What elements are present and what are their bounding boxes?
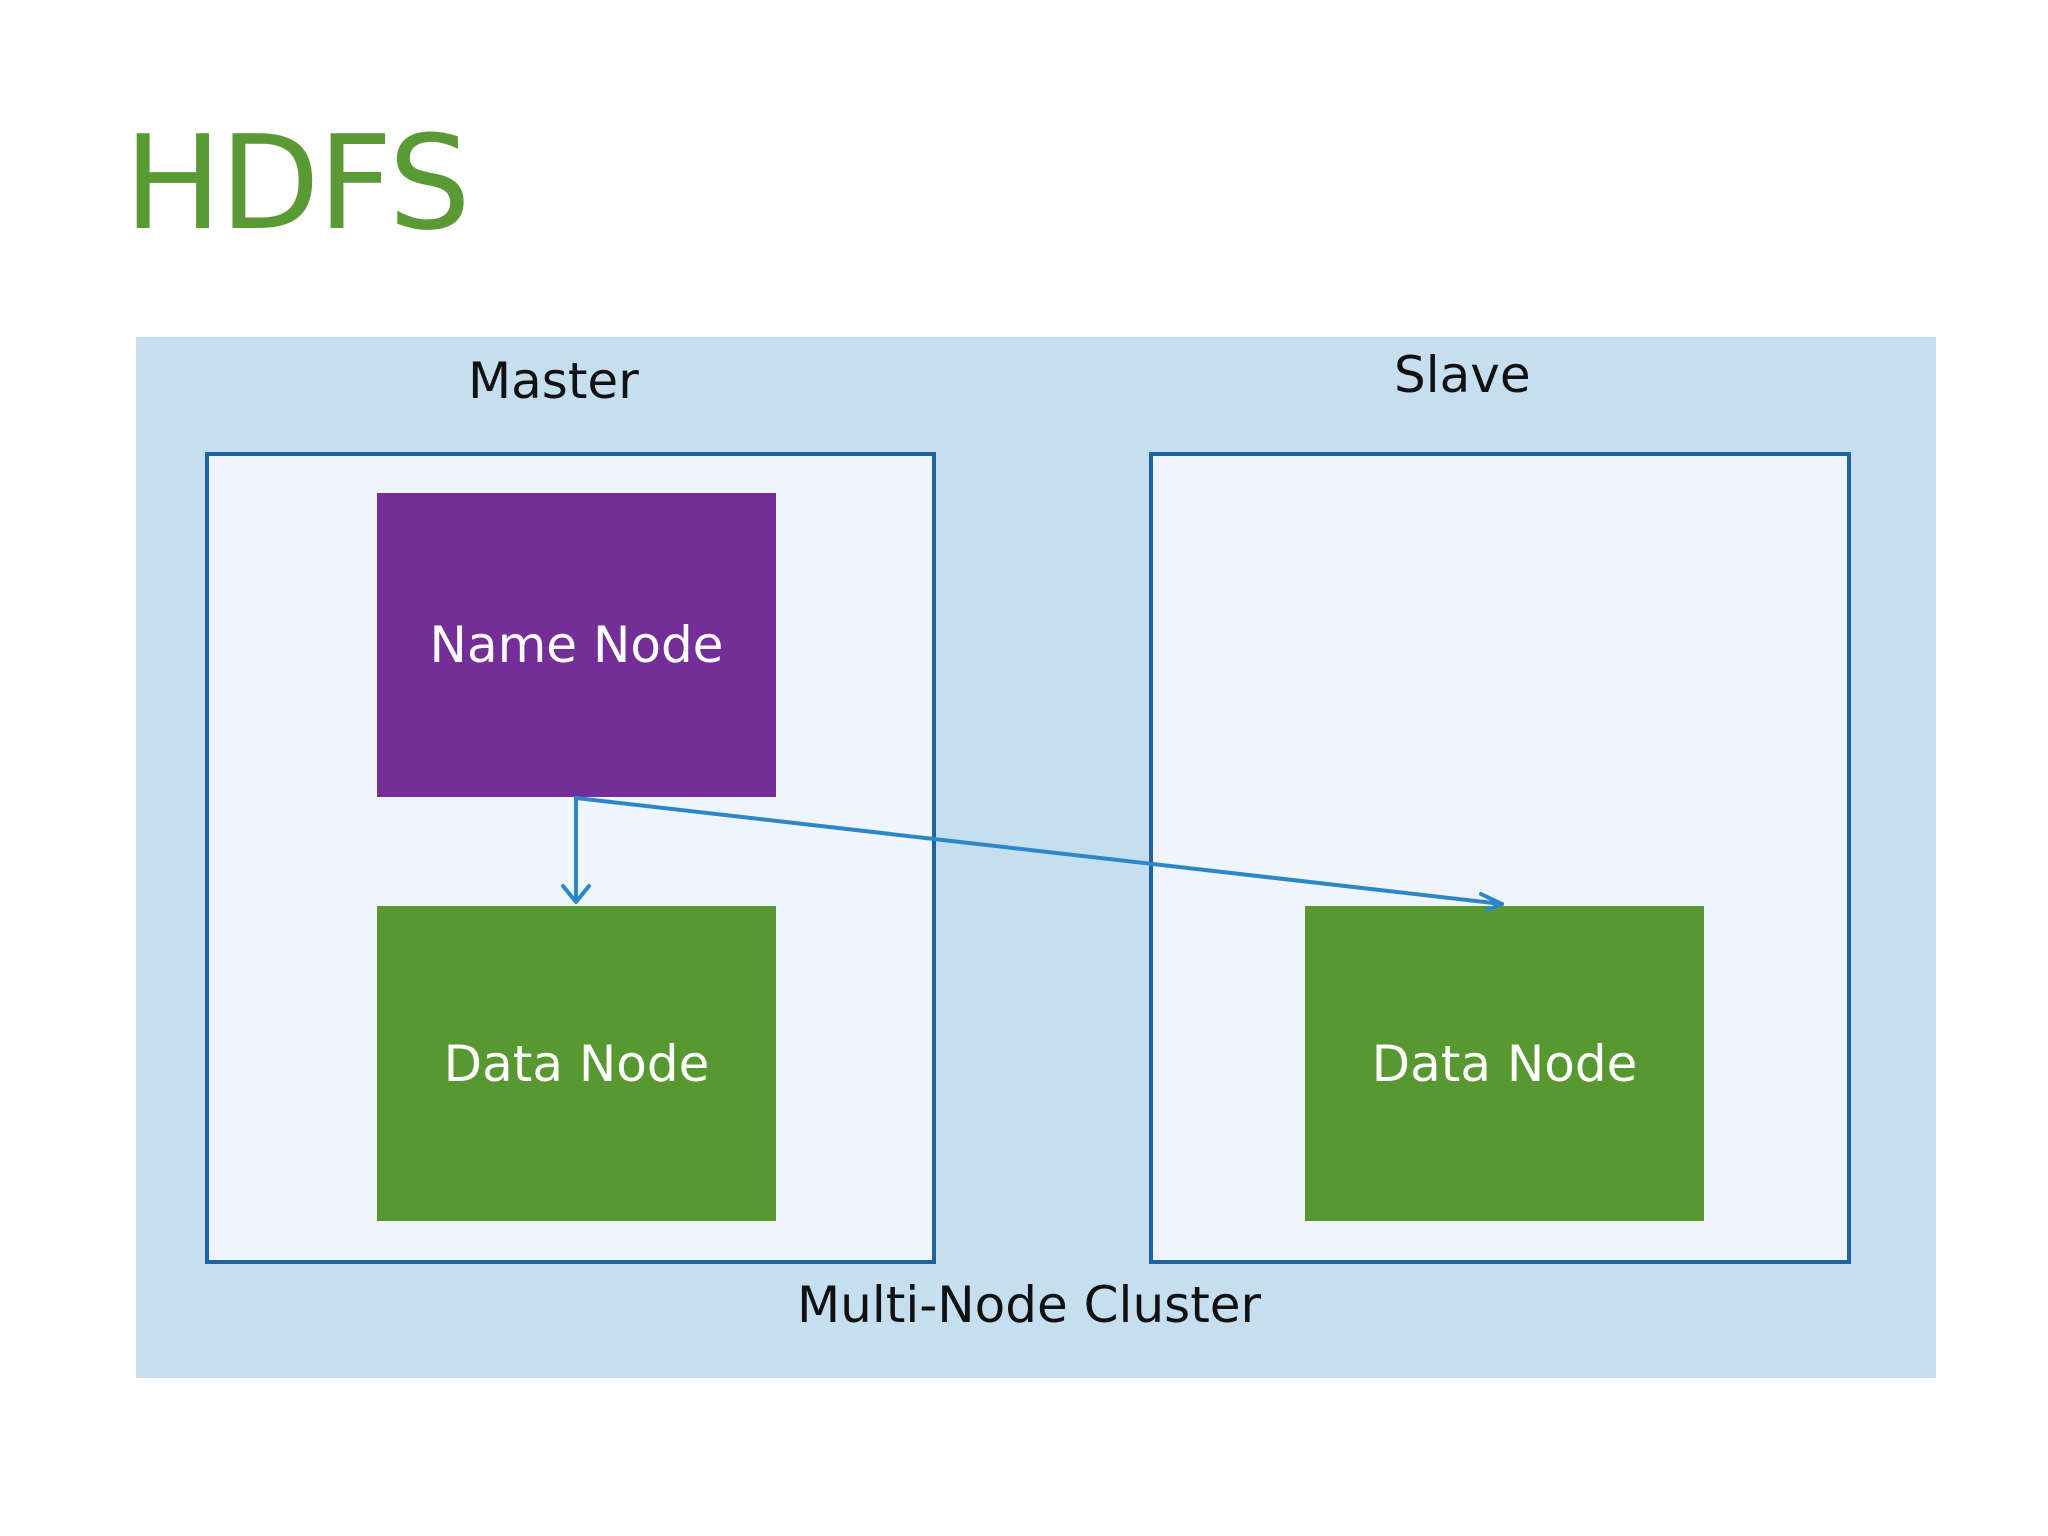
slave-data-node-label: Data Node bbox=[1371, 1034, 1638, 1093]
cluster-label: Multi-Node Cluster bbox=[797, 1276, 1262, 1334]
slide-title: HDFS bbox=[124, 107, 471, 259]
name-node-label: Name Node bbox=[429, 616, 724, 674]
slave-label: Slave bbox=[1394, 346, 1531, 404]
name-node: Name Node bbox=[377, 493, 776, 797]
master-data-node: Data Node bbox=[377, 906, 776, 1221]
master-data-node-label: Data Node bbox=[443, 1034, 710, 1093]
slave-data-node: Data Node bbox=[1305, 906, 1704, 1221]
master-label: Master bbox=[468, 352, 639, 410]
